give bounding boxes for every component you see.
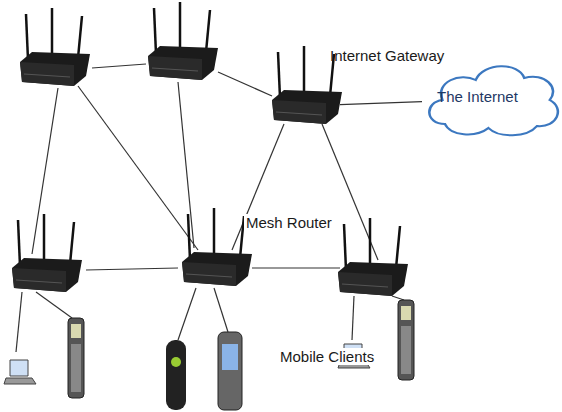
mesh-router-label: Mesh Router bbox=[244, 214, 334, 231]
cloud-label: The Internet bbox=[437, 89, 518, 106]
gateway-label: Internet Gateway bbox=[330, 48, 444, 65]
router-icon bbox=[270, 86, 340, 126]
clients-label: Mobile Clients bbox=[278, 348, 376, 365]
network-link bbox=[340, 102, 422, 105]
internet-cloud: The Internet bbox=[422, 58, 560, 140]
gateway-router: Internet Gateway bbox=[270, 86, 340, 126]
